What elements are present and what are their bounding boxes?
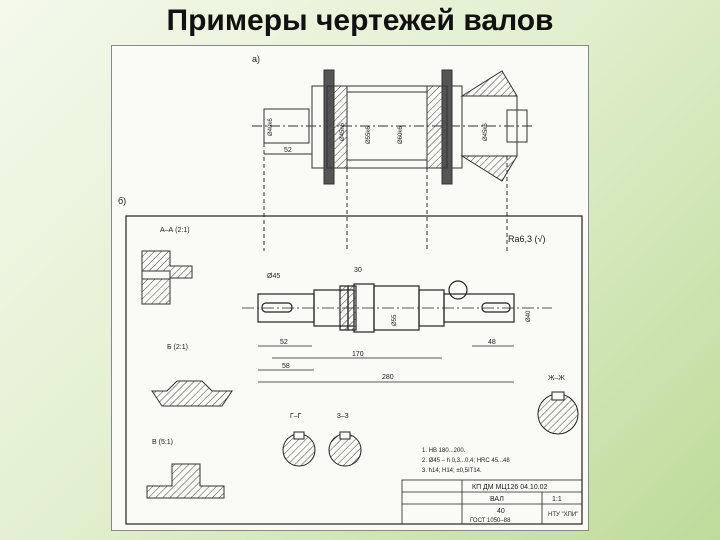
shaft-drawing-image: а) Ø40k6 Ø45n6 Ø55k6 Ø60k6 Ø45k6 52 [111, 45, 589, 531]
dim-48: 48 [488, 339, 496, 346]
technical-notes: 1. НВ 180...200. 2. Ø45 – h 0,3...0,4; H… [422, 448, 510, 474]
section-zh: Ж–Ж [537, 375, 579, 435]
svg-text:Ø45n6: Ø45n6 [340, 122, 346, 141]
standard: ГОСТ 1050–88 [470, 518, 511, 524]
roughness-mark: Ra6,3 (√) [508, 234, 545, 244]
view-a-label: а) [252, 54, 260, 64]
dim-58: 58 [282, 363, 290, 370]
svg-text:52: 52 [284, 147, 292, 154]
org: НТУ "ХПИ" [548, 512, 578, 518]
svg-text:Ø60k6: Ø60k6 [398, 126, 404, 144]
detail-v: В (5:1) [146, 439, 225, 499]
main-shaft-view: 280 170 58 52 48 30 Ø45 Ø55 Ø40 [242, 267, 552, 383]
scale: 1:1 [552, 496, 562, 503]
note-2: 2. Ø45 – h 0,3...0,4; HRC 45...48 [422, 458, 510, 464]
assembly-view-a: а) Ø40k6 Ø45n6 Ø55k6 Ø60k6 Ø45k6 52 [252, 54, 532, 251]
svg-text:Ø45k6: Ø45k6 [483, 123, 489, 141]
dim-55: Ø55 [392, 314, 398, 326]
title-block: КП ДМ МЦ126 04.10.02 ВАЛ 1:1 НТУ "ХПИ" 4… [401, 479, 583, 525]
svg-text:А–А (2:1): А–А (2:1) [160, 227, 190, 234]
slide-title: Примеры чертежей валов [166, 4, 554, 37]
svg-text:Ж–Ж: Ж–Ж [548, 375, 565, 382]
svg-text:Ø55k6: Ø55k6 [366, 126, 372, 144]
part-name: ВАЛ [490, 496, 504, 503]
section-aa: А–А (2:1) [141, 227, 193, 305]
dim-40: Ø40 [526, 310, 532, 322]
svg-text:3–3: 3–3 [337, 413, 349, 420]
detail-b: Б (2:1) [151, 344, 233, 407]
dim-overall: 280 [382, 374, 394, 381]
dim-45: Ø45 [267, 273, 280, 280]
svg-text:В (5:1): В (5:1) [152, 439, 173, 446]
svg-text:Ø40k6: Ø40k6 [268, 118, 274, 136]
dim-30: 30 [354, 267, 362, 274]
material: 40 [497, 508, 505, 515]
sections-gg-33: Г–Г 3–3 [282, 413, 362, 467]
note-1: 1. НВ 180...200. [422, 448, 466, 454]
dim-170: 170 [352, 351, 364, 358]
svg-text:Г–Г: Г–Г [290, 413, 302, 420]
dim-52: 52 [280, 339, 288, 346]
view-b-label: б) [118, 196, 126, 206]
note-3: 3. h14; H14; ±0,5IT14. [422, 468, 482, 474]
svg-text:Б (2:1): Б (2:1) [167, 344, 188, 351]
doc-code: КП ДМ МЦ126 04.10.02 [472, 484, 548, 491]
drawing-frame [125, 215, 583, 525]
